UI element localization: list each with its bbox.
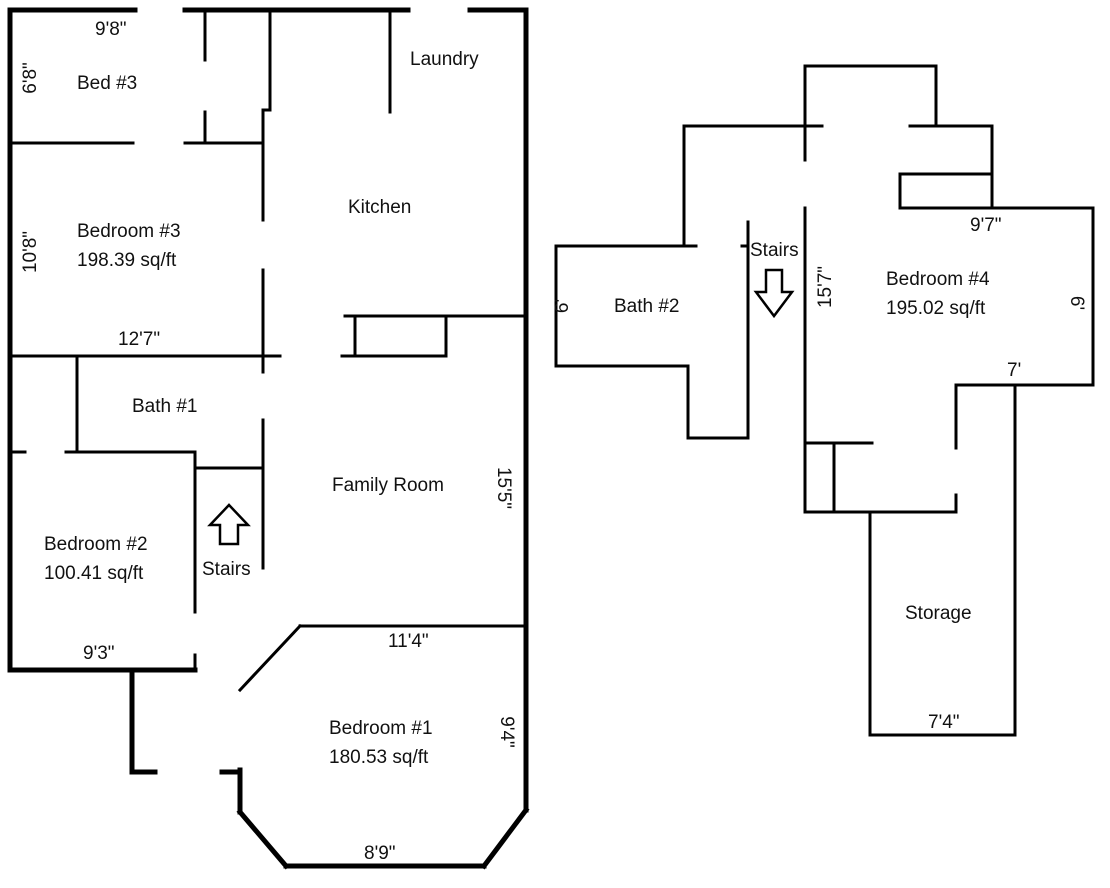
- room-label-bed3-small: Bed #3: [77, 73, 137, 94]
- floor-one-walls: [7, 7, 530, 870]
- dimension-bedroom4-side: 6': [1066, 296, 1087, 310]
- room-label-storage: Storage: [905, 603, 972, 624]
- up-arrow-icon: [207, 503, 251, 546]
- room-label-bedroom2: Bedroom #2: [44, 534, 148, 555]
- room-label-bedroom1: Bedroom #1: [329, 718, 433, 739]
- dimension-bedroom4-height: 15'7": [815, 266, 836, 308]
- room-label-bedroom4: Bedroom #4: [886, 269, 990, 290]
- room-label-bath2: Bath #2: [614, 296, 680, 317]
- dimension-bedroom1-top: 11'4": [388, 631, 429, 652]
- room-label-stairs-floor-two: Stairs: [750, 240, 799, 261]
- dimension-bed3-width: 9'8": [95, 19, 127, 40]
- dimension-family-room-height: 15'5": [493, 467, 514, 509]
- room-area-bedroom1: 180.53 sq/ft: [329, 747, 429, 768]
- dimension-bedroom2-width: 9'3": [83, 643, 115, 664]
- room-area-bedroom2: 100.41 sq/ft: [44, 563, 144, 584]
- room-area-bedroom3: 198.39 sq/ft: [77, 250, 177, 271]
- dimension-bath2-side: 6': [552, 299, 573, 313]
- room-label-stairs-floor-one: Stairs: [202, 559, 251, 580]
- room-label-family-room: Family Room: [332, 475, 444, 496]
- floor-two-walls: [554, 64, 1095, 737]
- floor-two-plan: Stairs Bath #2 Bedroom #4 195.02 sq/ft S…: [552, 64, 1095, 737]
- dimension-bedroom3-width: 12'7": [118, 329, 160, 350]
- dimension-bedroom3-height: 10'8": [20, 231, 41, 273]
- room-label-kitchen: Kitchen: [348, 197, 411, 218]
- room-label-laundry: Laundry: [410, 49, 479, 70]
- dimension-bedroom1-bottom: 8'9": [364, 843, 396, 864]
- room-label-bedroom3: Bedroom #3: [77, 221, 181, 242]
- dimension-bed3-height: 6'8": [20, 62, 41, 94]
- dimension-bedroom4-width: 9'7": [970, 215, 1002, 236]
- dimension-bedroom4-notch: 7': [1007, 360, 1021, 381]
- down-arrow-icon: [753, 268, 795, 319]
- room-label-bath1: Bath #1: [132, 396, 198, 417]
- dimension-storage-width: 7'4": [928, 712, 960, 733]
- floor-one-plan: Bed #3 Laundry Kitchen Bedroom #3 198.39…: [7, 7, 530, 870]
- dimension-bedroom1-side: 9'4": [496, 716, 517, 748]
- room-area-bedroom4: 195.02 sq/ft: [886, 298, 986, 319]
